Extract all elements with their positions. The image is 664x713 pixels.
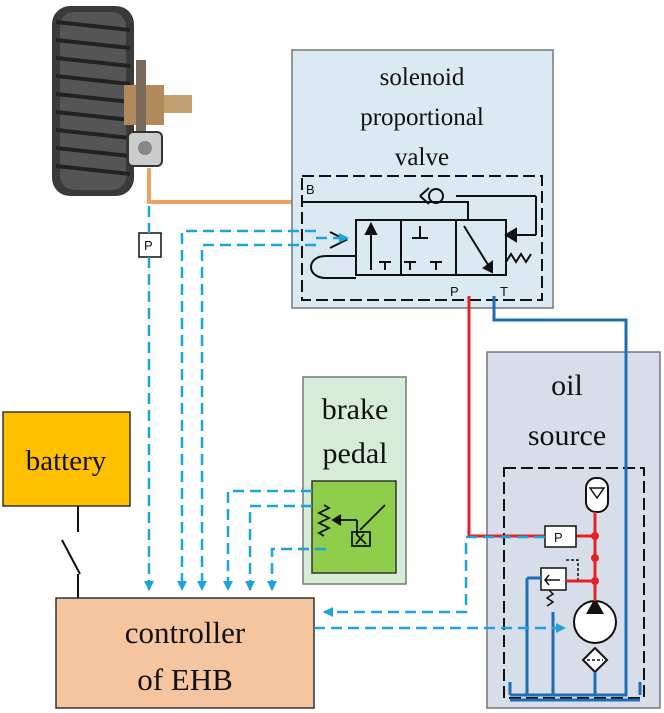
valve-title-line3: valve [395, 144, 449, 171]
oil-source-title-line2: source [528, 419, 606, 452]
controller-label-line2: of EHB [137, 662, 233, 697]
controller-label-line1: controller [125, 615, 246, 650]
switch-icon [61, 506, 81, 598]
valve-title-line2: proportional [360, 104, 484, 131]
return-line [492, 296, 642, 702]
valve-symbol [301, 175, 543, 301]
valve-panel [291, 49, 554, 309]
relief-valve-icon [540, 559, 579, 607]
accumulator-icon [585, 477, 609, 513]
signal-lines [144, 206, 566, 633]
brake-pedal-sensor-box [311, 480, 397, 574]
port-b-label: B [306, 182, 315, 197]
potentiometer-icon [316, 504, 386, 547]
oil-source-dashed-box [503, 467, 645, 699]
port-p-label: P [450, 284, 459, 299]
brake-hose-line [147, 168, 302, 204]
brake-pedal-title-line2: pedal [323, 437, 388, 470]
port-t-label: T [500, 284, 508, 299]
pressure-junctions [591, 532, 599, 585]
pressure-sensor-right-label: P [554, 530, 563, 545]
oil-source-title-line1: oil [551, 369, 583, 402]
controller-box [55, 597, 315, 709]
battery-label: battery [26, 445, 107, 477]
valve-title-line1: solenoid [380, 64, 465, 91]
brake-pedal-title-line1: brake [322, 393, 389, 426]
pressure-sensor-left-label: P [144, 238, 153, 253]
pump-icon [573, 598, 617, 644]
wheel-icon [52, 6, 192, 196]
battery-box [2, 411, 131, 507]
